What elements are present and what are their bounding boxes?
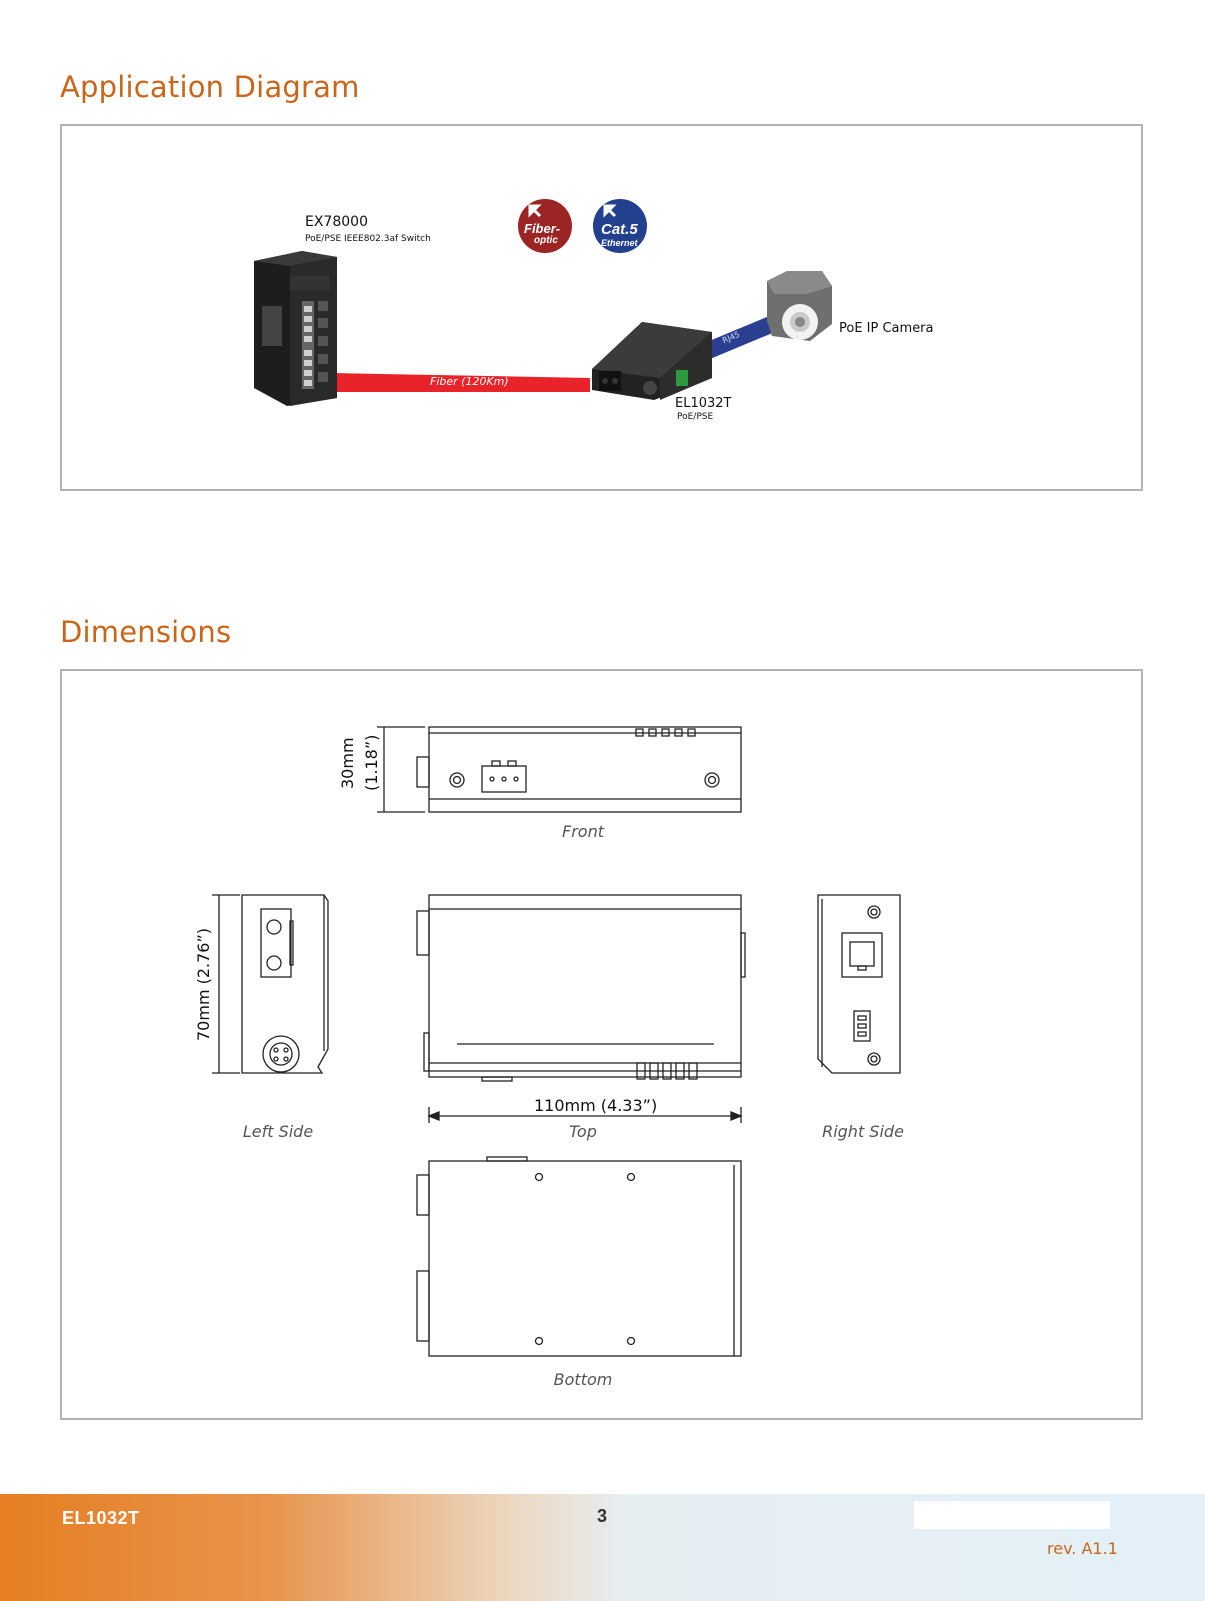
device-desc-label: PoE/PSE (677, 412, 714, 422)
device-name-label: EL1032T (675, 396, 732, 411)
page-footer: EL1032T 3 rev. A1.1 (0, 1494, 1205, 1601)
application-diagram-frame: EX78000 PoE/PSE IEEE802.3af Switch Fiber… (60, 124, 1143, 491)
dimensions-drawing (212, 726, 901, 1357)
badge-cat-bottom-text: Ethernet (601, 238, 638, 248)
switch-desc-label: PoE/PSE IEEE802.3af Switch (305, 234, 431, 244)
right-side-view-drawing (817, 894, 901, 1074)
right-side-caption: Right Side (822, 1122, 904, 1141)
bottom-view-caption: Bottom (553, 1370, 613, 1389)
badge-cat-top-text: Cat.5 (601, 221, 638, 238)
switch-name-label: EX78000 (305, 214, 368, 230)
fiber-cable (332, 373, 590, 392)
ex78000-switch-image (254, 251, 337, 406)
footer-page-number: 3 (597, 1506, 608, 1526)
left-side-caption: Left Side (242, 1122, 314, 1141)
fiber-optic-badge (518, 199, 572, 253)
bottom-view-drawing (416, 1156, 742, 1357)
ethernet-cable (702, 314, 782, 359)
dimensions-frame: 30mm (1.18”) 70mm (2.76”) 110mm (4.33”) … (60, 669, 1143, 1420)
poe-ip-camera-image (767, 271, 832, 341)
fiber-cable-label: Fiber (120Km) (430, 375, 509, 388)
front-height-in-label: (1.18”) (362, 734, 381, 791)
cat5-ethernet-badge (593, 199, 647, 253)
footer-blank-box (914, 1501, 1110, 1529)
el1032t-device-image (592, 322, 712, 400)
front-height-mm-label: 30mm (338, 737, 357, 789)
top-view-caption: Top (569, 1122, 597, 1141)
front-view-drawing (377, 726, 742, 813)
camera-label: PoE IP Camera (839, 321, 934, 336)
left-side-view-drawing (212, 894, 329, 1074)
front-view-caption: Front (562, 822, 604, 841)
depth-dimension-label: 70mm (2.76”) (194, 927, 213, 1041)
footer-product-name: EL1032T (62, 1508, 140, 1528)
footer-revision: rev. A1.1 (1047, 1539, 1118, 1558)
application-diagram-graphic (254, 199, 832, 406)
top-view-drawing (416, 894, 746, 1123)
application-diagram-heading: Application Diagram (60, 70, 360, 104)
badge-fiber-top-text: Fiber- (524, 221, 561, 236)
width-dimension-label: 110mm (4.33”) (534, 1096, 658, 1115)
badge-fiber-bottom-text: optic (534, 235, 558, 246)
dimensions-heading: Dimensions (60, 615, 232, 649)
